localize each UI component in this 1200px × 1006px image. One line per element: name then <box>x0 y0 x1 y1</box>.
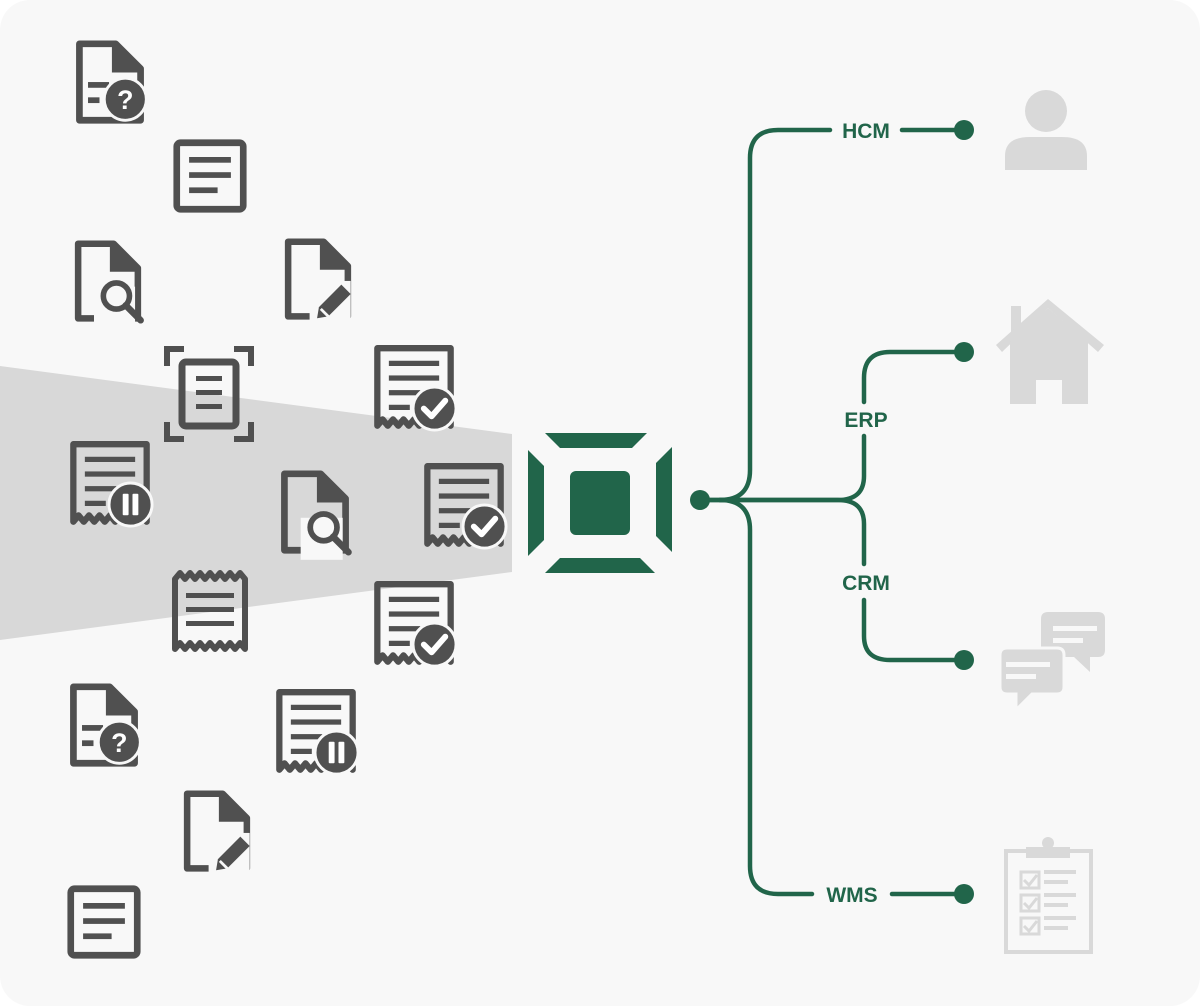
input-funnel-beam <box>0 366 512 640</box>
branch-labels: HCM ERP CRM WMS <box>826 120 890 907</box>
connector-erp-end <box>861 349 965 405</box>
erp-endpoint-dot <box>954 342 974 362</box>
wms-endpoint-dot <box>954 884 974 904</box>
connector-crm-end <box>861 597 965 663</box>
clipboard-checklist-icon <box>1004 837 1093 954</box>
connector-crm <box>717 497 867 567</box>
connector-dots <box>690 120 974 904</box>
crm-endpoint-dot <box>954 650 974 670</box>
erp-label: ERP <box>844 409 887 432</box>
processing-hub <box>528 433 672 573</box>
person-icon <box>1005 90 1087 170</box>
house-icon <box>996 299 1104 404</box>
crm-label: CRM <box>842 572 890 595</box>
wms-label: WMS <box>826 884 877 907</box>
processing-chip-icon <box>528 433 672 573</box>
hcm-label: HCM <box>842 120 890 143</box>
chat-bubbles-icon <box>998 612 1105 714</box>
hub-output-dot <box>690 490 710 510</box>
document-scan-icon <box>167 349 251 439</box>
hcm-endpoint-dot <box>954 120 974 140</box>
routing-lines <box>697 127 965 897</box>
